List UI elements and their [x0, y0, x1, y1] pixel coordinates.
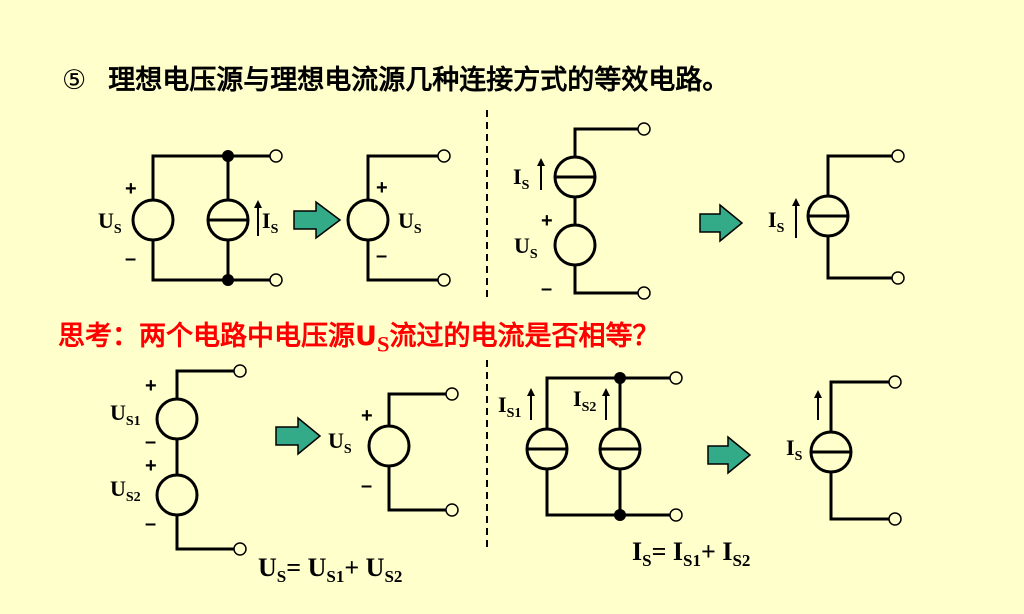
- slide-title: ⑤ 理想电压源与理想电流源几种连接方式的等效电路。: [62, 58, 729, 97]
- equation-us-sum: US= US1+ US2: [258, 553, 402, 586]
- label-us1: US1: [110, 400, 141, 429]
- plus-sign: +: [361, 405, 373, 427]
- plus-sign: +: [376, 177, 388, 199]
- result-current-sum: [809, 380, 889, 521]
- equation-is-sum: IS= IS1+ IS2: [632, 537, 750, 570]
- minus-sign: –: [125, 248, 136, 270]
- label-us2: US2: [110, 476, 141, 505]
- question-sub: S: [376, 331, 390, 357]
- think-question: 思考：两个电路中电压源US流过的电流是否相等？: [58, 314, 659, 357]
- plus-sign: +: [145, 375, 157, 397]
- minus-sign: –: [145, 431, 156, 453]
- question-suffix: 流过的电流是否相等？: [389, 321, 660, 352]
- voltage-source-us2: [155, 473, 199, 517]
- circuit-voltage-series: [155, 369, 234, 551]
- right-arrow-icon: [293, 200, 342, 240]
- voltage-source-us: [131, 198, 175, 242]
- circuit-current-parallel: [525, 376, 670, 517]
- circuit-current-series-voltage: [537, 127, 638, 295]
- title-text: 理想电压源与理想电流源几种连接方式的等效电路。: [108, 65, 730, 96]
- junction-dots: [222, 150, 626, 521]
- label-is: IS: [786, 435, 803, 464]
- voltage-source-us-series: [553, 223, 597, 267]
- label-is2: IS2: [573, 386, 596, 415]
- label-us: US: [398, 208, 422, 237]
- voltage-source-us-sum: [367, 424, 411, 468]
- result-voltage-source: [346, 154, 438, 282]
- minus-sign: –: [145, 513, 156, 535]
- result-voltage-sum: [367, 392, 446, 512]
- item-number: ⑤: [62, 65, 87, 96]
- minus-sign: –: [541, 278, 552, 300]
- label-us: US: [98, 208, 122, 237]
- label-us: US: [514, 233, 538, 262]
- result-current-source: [792, 154, 892, 280]
- plus-sign: +: [541, 210, 553, 232]
- right-arrow-icon: [699, 203, 744, 243]
- terminals: [233, 122, 905, 556]
- voltage-source-us-equiv: [346, 198, 390, 242]
- minus-sign: –: [361, 475, 372, 497]
- voltage-source-us1: [155, 397, 199, 441]
- label-is: IS: [768, 207, 785, 236]
- plus-sign: +: [145, 455, 157, 477]
- minus-sign: –: [376, 245, 387, 267]
- label-us: US: [328, 428, 352, 457]
- plus-sign: +: [125, 178, 137, 200]
- right-arrow-icon: [707, 435, 752, 475]
- question-prefix: 思考：两个电路中电压源U: [58, 321, 377, 352]
- label-is1: IS1: [498, 392, 521, 421]
- circuit-voltage-parallel-current: [131, 154, 270, 282]
- label-is: IS: [513, 164, 530, 193]
- right-arrow-icon: [275, 416, 322, 456]
- label-is: IS: [262, 208, 279, 237]
